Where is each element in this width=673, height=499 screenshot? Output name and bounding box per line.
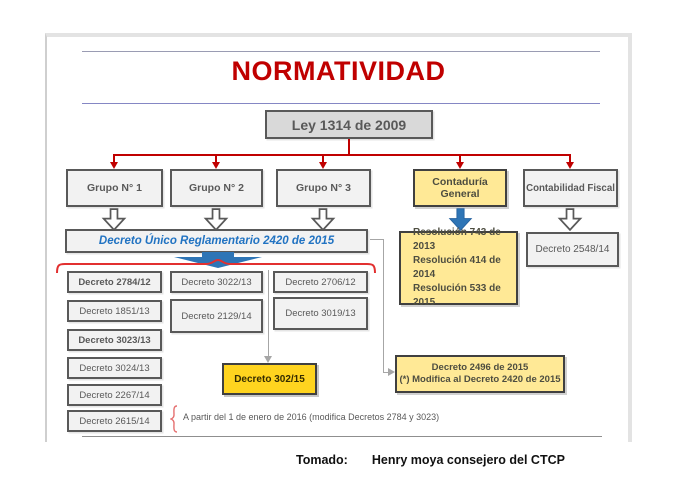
decree-box: Decreto 1851/13: [67, 300, 162, 322]
red-arrowhead-icon: [455, 162, 464, 169]
connector-gray: [383, 239, 384, 373]
connector-red: [113, 154, 115, 163]
title-rule: [82, 103, 600, 104]
contabilidad-fiscal-box: Contabilidad Fiscal: [523, 169, 618, 207]
down-block-arrow-icon: [101, 208, 127, 231]
top-rule: [82, 51, 600, 52]
page-title: NORMATIVIDAD: [231, 56, 446, 86]
connector-red: [113, 154, 571, 156]
down-block-arrow-icon: [310, 208, 336, 231]
connector-red: [215, 154, 217, 163]
decree-box: Decreto 2784/12: [67, 271, 162, 293]
red-brace-icon: [56, 259, 376, 274]
footer-credit: Tomado: Henry moya consejero del CTCP: [296, 453, 565, 467]
decreto-unico-box: Decreto Único Reglamentario 2420 de 2015: [65, 229, 368, 253]
connector-red: [348, 139, 350, 155]
decree-box: Decreto 3023/13: [67, 329, 162, 351]
decree-box: Decreto 3024/13: [67, 357, 162, 379]
down-block-arrow-icon: [557, 208, 583, 231]
resolucion-line: Resolución 414 de 2014: [413, 255, 501, 280]
decree-box: Decreto 2706/12: [273, 271, 368, 293]
bottom-rule: [82, 436, 602, 437]
red-arrowhead-icon: [318, 162, 327, 169]
law-box: Ley 1314 de 2009: [265, 110, 433, 139]
blue-down-arrow-icon: [448, 208, 473, 231]
red-arrowhead-icon: [211, 162, 220, 169]
decree-box: Decreto 2615/14: [67, 410, 162, 432]
gray-arrowhead-icon: [264, 356, 272, 363]
decree-box: Decreto 3022/13: [170, 271, 263, 293]
connector-red: [322, 154, 324, 163]
red-arrowhead-icon: [565, 162, 574, 169]
decree-box: Decreto 3019/13: [273, 297, 368, 330]
red-arrowhead-icon: [109, 162, 118, 169]
connector-gray: [383, 372, 389, 373]
connector-gray: [370, 239, 384, 240]
connector-gray: [268, 270, 269, 357]
footer-label: Tomado:: [296, 453, 348, 467]
group-3-box: Grupo N° 3: [276, 169, 371, 207]
decreto-2496-box: Decreto 2496 de 2015 (*) Modifica al Dec…: [395, 355, 565, 393]
note-text: A partir del 1 de enero de 2016 (modific…: [183, 412, 440, 422]
decreto-302-box: Decreto 302/15: [222, 363, 317, 395]
contaduria-general-box: Contaduría General: [413, 169, 507, 207]
connector-red: [569, 154, 571, 163]
decree-box: Decreto 2129/14: [170, 299, 263, 333]
connector-red: [459, 154, 461, 163]
group-1-box: Grupo N° 1: [66, 169, 163, 207]
group-2-box: Grupo N° 2: [170, 169, 263, 207]
gray-arrowhead-icon: [388, 368, 395, 376]
decreto-2496-line2: (*) Modifica al Decreto 2420 de 2015: [399, 374, 561, 385]
footer-author: Henry moya consejero del CTCP: [371, 453, 565, 467]
decreto-2496-line1: Decreto 2496 de 2015: [431, 362, 529, 373]
decree-box: Decreto 2267/14: [67, 384, 162, 406]
red-mini-brace-icon: [170, 405, 178, 433]
decreto-2548-box: Decreto 2548/14: [526, 232, 619, 267]
resoluciones-box: Resolución 743 de 2013 Resolución 414 de…: [399, 227, 518, 308]
resolucion-line: Resolución 533 de 2015: [413, 283, 501, 308]
resolucion-line: Resolución 743 de 2013: [413, 227, 501, 252]
down-block-arrow-icon: [203, 208, 229, 231]
